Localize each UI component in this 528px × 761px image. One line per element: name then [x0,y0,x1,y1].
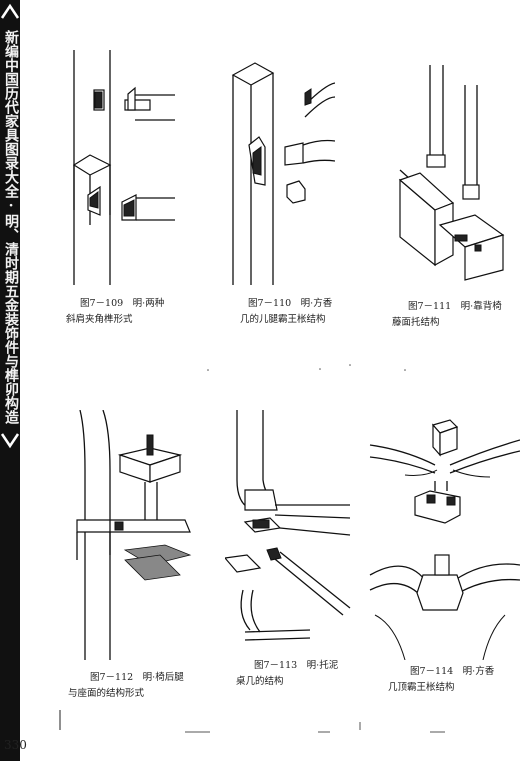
caption-line: 斜肩夹角榫形式 [66,314,133,325]
caption-line: 与座面的结构形式 [68,688,145,699]
caption-line: 图7－110 明·方香 [248,298,333,309]
caption-line: 图7－112 明·椅后腿 [90,672,184,683]
caption-line: 几的儿腿霸王枨结构 [240,314,326,325]
figure-7-114-illustration [365,415,520,660]
figure-7-111-illustration [395,65,520,285]
caption-line: 桌几的结构 [236,676,284,687]
figure-7-112-caption: 图7－112 明·椅后腿 与座面的结构形式 [68,670,184,702]
figure-7-112-illustration [65,410,200,660]
chevron-down-icon [0,433,20,449]
figure-7-109-illustration [60,50,180,285]
caption-line: 图7－113 明·托泥 [254,660,339,671]
figure-7-110-illustration [225,55,335,285]
caption-line: 图7－111 明·靠背椅 [408,301,502,312]
figure-7-111-caption: 图7－111 明·靠背椅 藤面托结构 [392,299,502,331]
figure-7-109-caption: 图7－109 明·两种 斜肩夹角榫形式 [66,296,165,328]
page-number: 330 [4,738,27,752]
figure-7-110-caption: 图7－110 明·方香 几的儿腿霸王枨结构 [240,296,332,328]
caption-line: 藤面托结构 [392,317,440,328]
spine-title: 新编中国历代家具图录大全·明、清时期五金装饰件与榫卯构造 [3,30,19,424]
caption-line: 几顶霸王枨结构 [388,682,455,693]
chevron-up-icon [0,3,20,19]
figure-7-114-caption: 图7－114 明·方香 几顶霸王枨结构 [388,664,494,696]
figure-7-113-illustration [225,410,355,645]
figure-7-113-caption: 图7－113 明·托泥 桌几的结构 [236,658,338,690]
caption-line: 图7－109 明·两种 [80,298,165,309]
caption-line: 图7－114 明·方香 [410,666,495,677]
book-spine: 新编中国历代家具图录大全·明、清时期五金装饰件与榫卯构造 [0,0,20,761]
